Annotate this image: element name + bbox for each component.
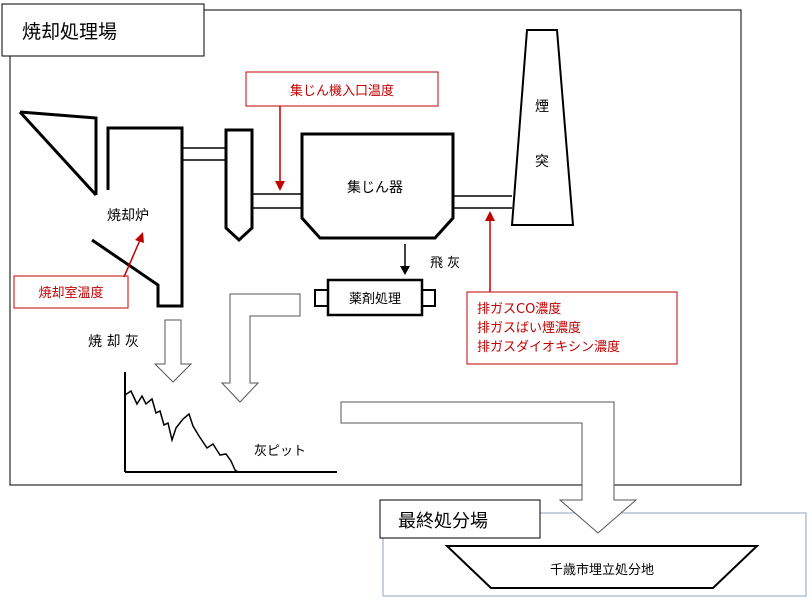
plant-title: 焼却処理場 — [22, 21, 117, 43]
chamber-temp-pointer — [123, 239, 141, 278]
fly-ash-arrow-head — [400, 266, 410, 275]
ash-pile-contour — [124, 389, 239, 473]
incinerator-hopper — [19, 110, 98, 195]
disposal-title: 最終処分場 — [398, 511, 488, 532]
landfill-label: 千歳市埋立処分地 — [550, 562, 654, 578]
hopper-slope — [18, 110, 98, 197]
bottom-ash-label: 焼 却 灰 — [88, 334, 139, 350]
incinerator-label: 焼却炉 — [107, 208, 149, 224]
exhaust-co-label: 排ガスCO濃度 — [477, 301, 561, 317]
bottom-ash-arrow — [153, 319, 193, 383]
plant-title-box — [1, 3, 205, 57]
fly-ash-to-pit-arrow — [220, 293, 301, 403]
chamber-temp-box — [13, 275, 129, 309]
exhaust-pointer-head — [485, 211, 495, 221]
exhaust-dioxin-label: 排ガスダイオキシン濃度 — [477, 339, 620, 355]
plant-boundary — [9, 9, 742, 486]
dust-collector-label: 集じん器 — [347, 179, 403, 196]
stack-label-top: 煙 — [535, 99, 549, 115]
chemical-treatment-label: 薬剤処理 — [349, 291, 401, 307]
exhaust-gas-box — [466, 291, 678, 365]
exhaust-soot-label: 排ガスばい煙濃度 — [477, 320, 581, 336]
chemical-treatment-box — [326, 278, 424, 317]
incinerator-furnace — [91, 126, 184, 308]
disposal-title-box — [379, 499, 541, 539]
ash-pit-label: 灰ピット — [254, 444, 306, 459]
collector-inlet-temp-box — [245, 71, 439, 107]
fly-ash-label: 飛 灰 — [430, 256, 460, 271]
collector-inlet-pointer-head — [275, 181, 285, 191]
landfill-shape — [444, 545, 760, 589]
collector-inlet-temp-label: 集じん機入口温度 — [290, 83, 394, 99]
dust-collector — [300, 132, 455, 240]
chamber-temp-label: 焼却室温度 — [38, 285, 103, 301]
cooling-tower — [224, 128, 254, 243]
stack-label-bottom: 突 — [535, 154, 549, 170]
chamber-temp-pointer-head — [135, 232, 144, 243]
stack — [510, 29, 575, 226]
to-disposal-arrow — [340, 401, 638, 534]
